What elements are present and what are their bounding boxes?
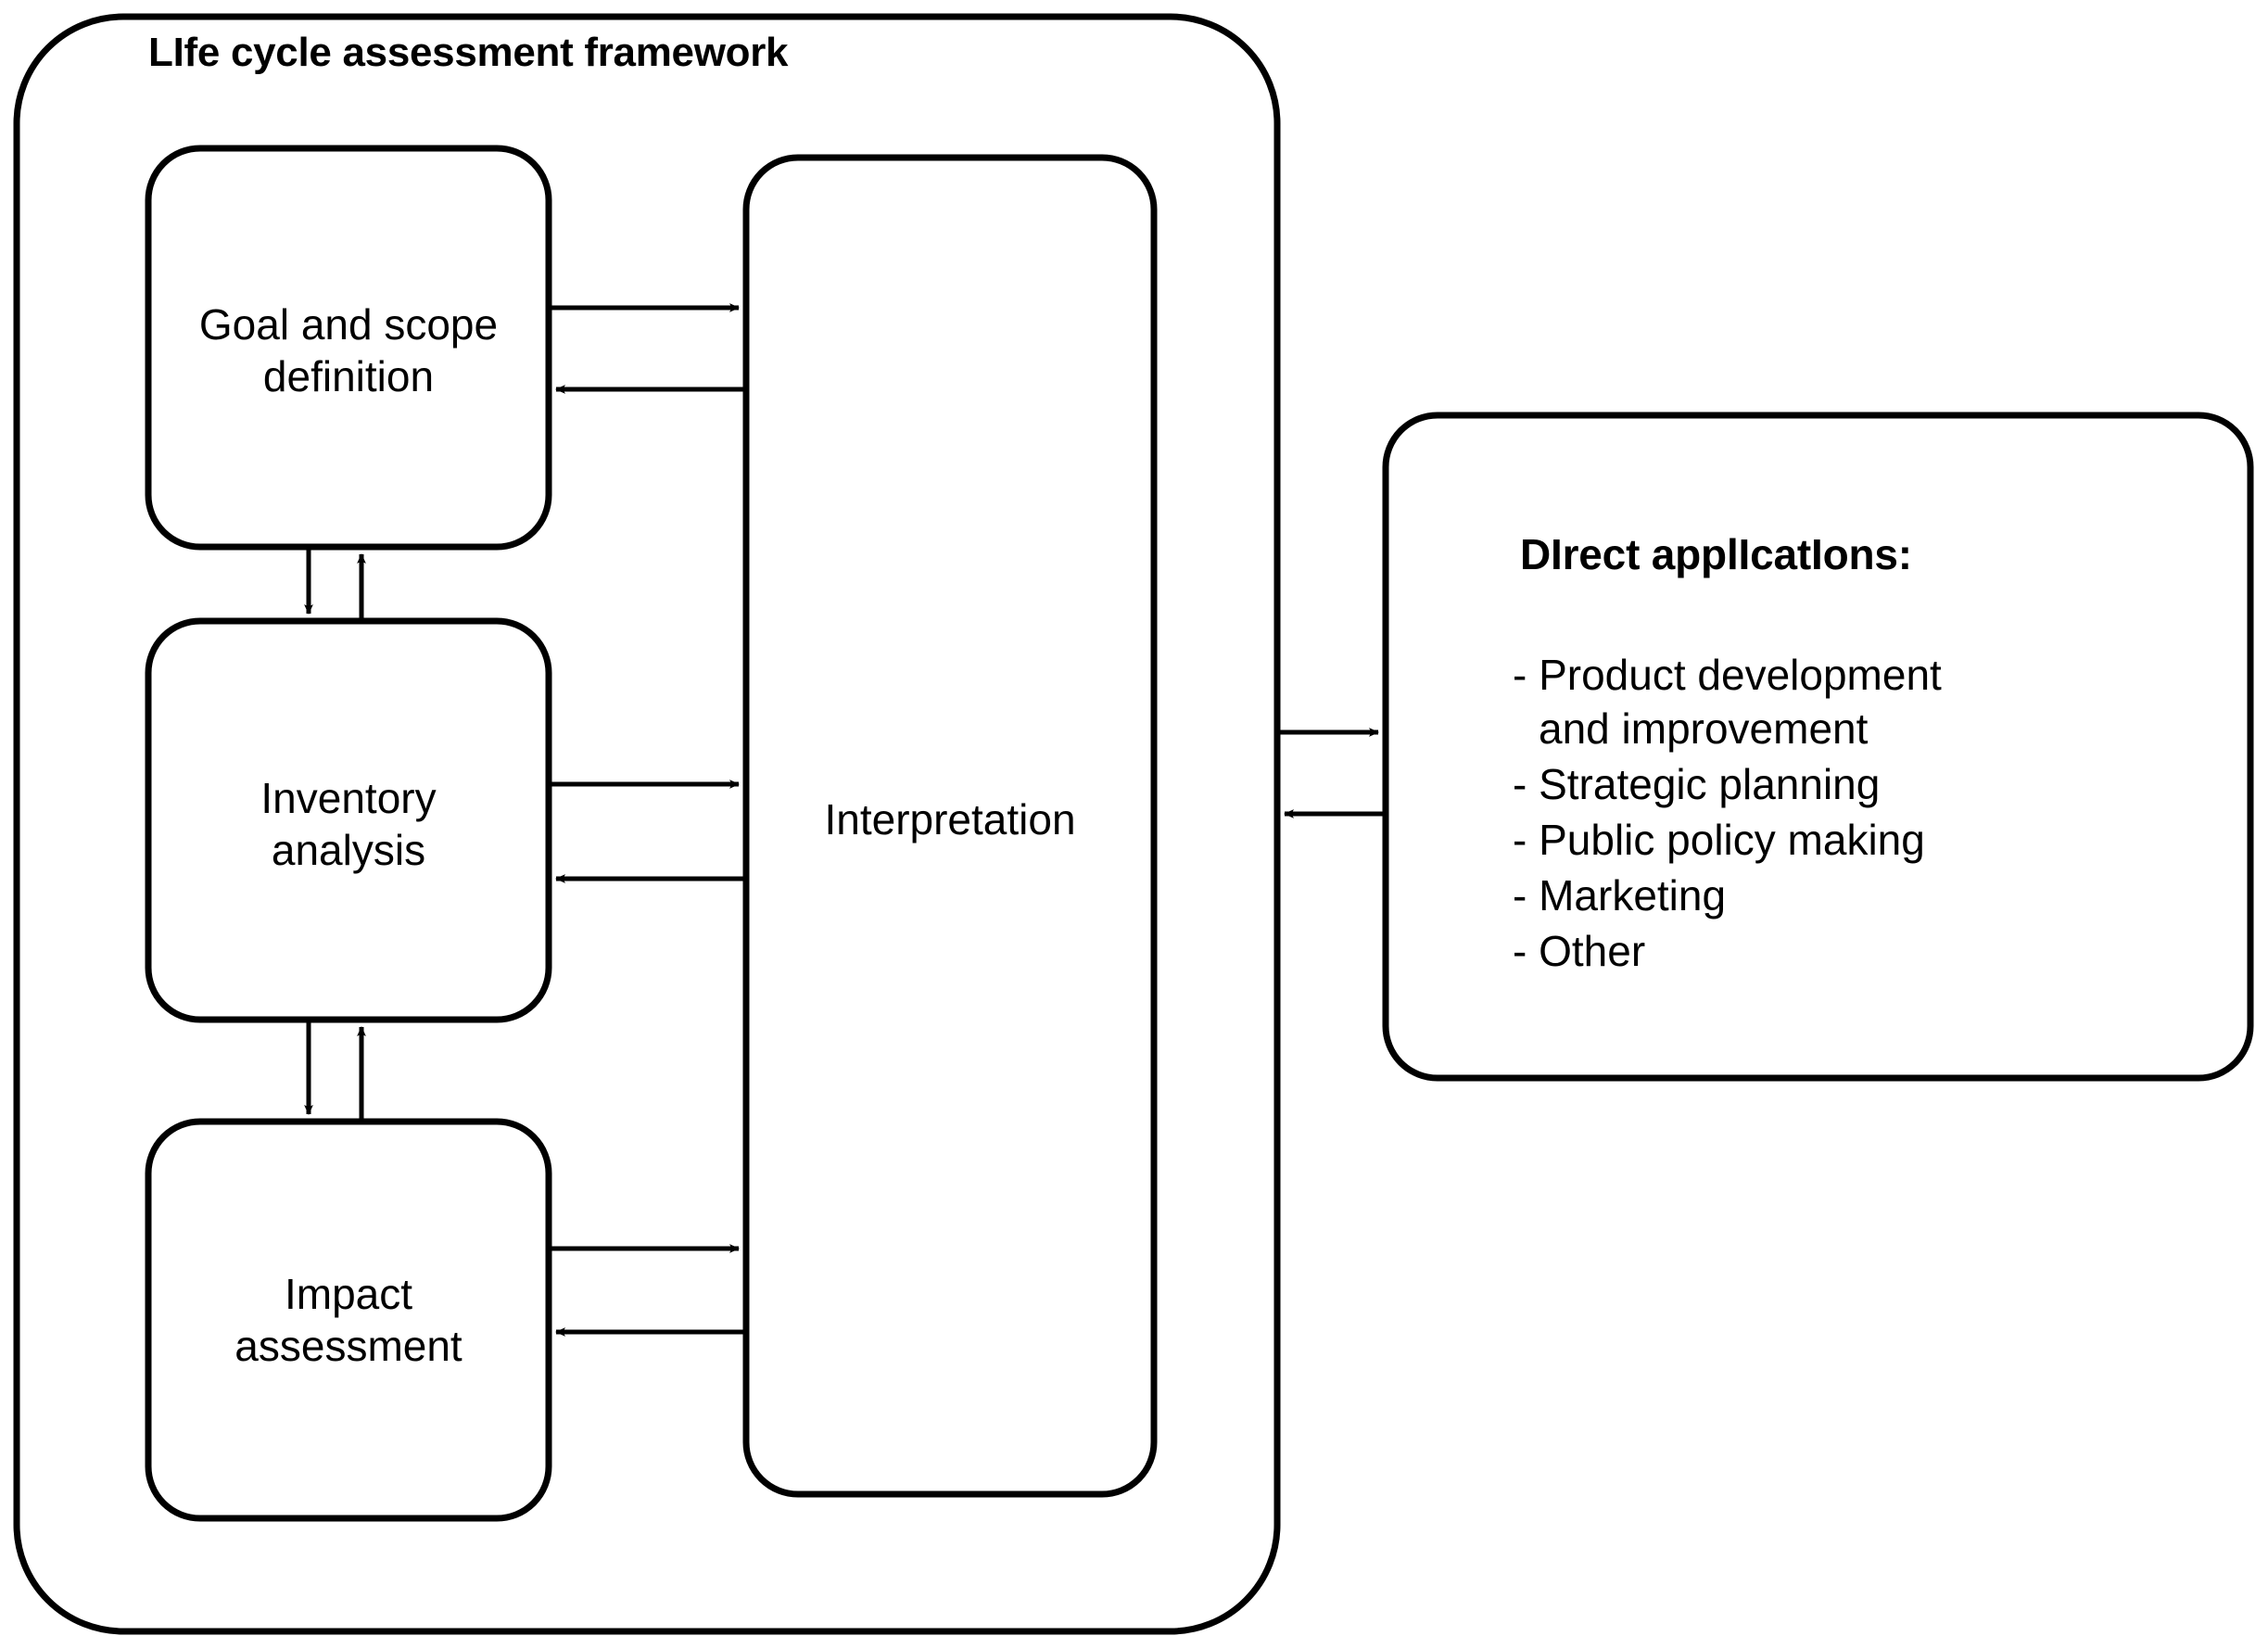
node-applications-box[interactable] xyxy=(1382,412,2254,1082)
node-goal-scope-box[interactable] xyxy=(145,145,552,551)
node-impact-box[interactable] xyxy=(145,1118,552,1522)
node-label-inventory: Inventory analysis xyxy=(260,774,437,875)
list-item: - Marketing xyxy=(1513,870,1727,919)
node-label-goal-scope: Goal and scope definition xyxy=(198,300,499,401)
node-label-interpretation: Interpretation xyxy=(824,795,1076,843)
list-item: - Public policy making xyxy=(1513,815,1925,864)
framework-frame xyxy=(13,13,1281,1635)
node-label-impact: Impact assessment xyxy=(234,1270,462,1371)
applications-heading: DIrect applIcatIons: xyxy=(1520,530,1912,578)
list-item: - Other xyxy=(1513,926,1646,975)
node-interpretation-box[interactable] xyxy=(742,154,1158,1498)
list-item: - Strategic planning xyxy=(1513,759,1881,808)
applications-list: - Product development and improvement - … xyxy=(1513,649,2198,981)
list-item: - Product development and improvement xyxy=(1513,651,1942,753)
node-inventory-box[interactable] xyxy=(145,617,552,1023)
framework-title: LIfe cycle assessment framework xyxy=(148,30,789,75)
